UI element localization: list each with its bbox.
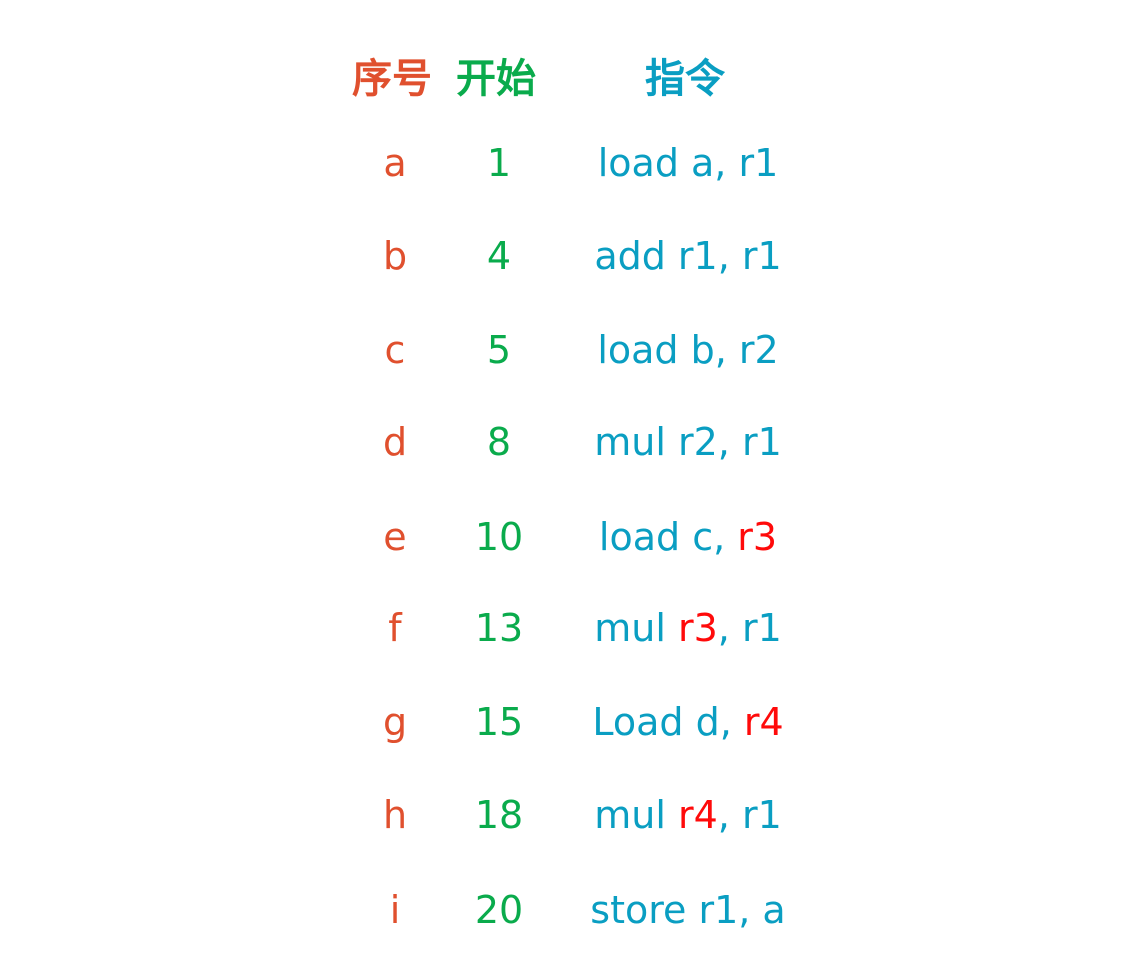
start-cell: 18 xyxy=(474,793,524,837)
instruction-text: load b, r2 xyxy=(597,328,779,372)
instruction-cell: load a, r1 xyxy=(598,141,779,185)
seq-cell: c xyxy=(384,328,406,372)
start-cell: 1 xyxy=(486,141,512,185)
start-cell: 20 xyxy=(474,888,524,932)
seq-cell: g xyxy=(382,700,408,744)
start-cell: 10 xyxy=(474,515,524,559)
header-seq: 序号 xyxy=(352,56,432,102)
instruction-text: load c, xyxy=(598,515,738,559)
instruction-cell: mul r2, r1 xyxy=(594,420,782,464)
instruction-text: mul r2, r1 xyxy=(594,420,782,464)
start-cell: 5 xyxy=(486,328,512,372)
highlighted-register: r3 xyxy=(677,606,718,650)
instruction-text: load a, r1 xyxy=(597,141,779,185)
seq-cell: h xyxy=(382,793,408,837)
instruction-cell: load b, r2 xyxy=(597,328,778,372)
instruction-text: Load d, xyxy=(592,700,744,744)
seq-cell: i xyxy=(389,888,401,932)
instruction-cell: mul r3, r1 xyxy=(594,606,782,650)
seq-cell: a xyxy=(383,141,407,185)
seq-cell: f xyxy=(388,606,402,650)
instruction-cell: Load d, r4 xyxy=(592,700,783,744)
instruction-cell: load c, r3 xyxy=(599,515,777,559)
instruction-cell: mul r4, r1 xyxy=(594,793,782,837)
instruction-text: mul xyxy=(594,793,678,837)
highlighted-register: r3 xyxy=(737,515,778,559)
instruction-cell: add r1, r1 xyxy=(594,234,781,278)
seq-cell: e xyxy=(383,515,407,559)
header-start: 开始 xyxy=(456,56,536,102)
highlighted-register: r4 xyxy=(743,700,784,744)
instruction-text: , r1 xyxy=(717,793,782,837)
instruction-text: mul xyxy=(594,606,678,650)
seq-cell: d xyxy=(382,420,408,464)
start-cell: 13 xyxy=(474,606,524,650)
seq-cell: b xyxy=(382,234,408,278)
start-cell: 15 xyxy=(474,700,524,744)
instruction-text: add r1, r1 xyxy=(594,234,782,278)
instruction-text: store r1, a xyxy=(590,888,786,932)
highlighted-register: r4 xyxy=(677,793,718,837)
start-cell: 8 xyxy=(486,420,512,464)
instruction-cell: store r1, a xyxy=(590,888,785,932)
start-cell: 4 xyxy=(486,234,512,278)
header-instruction: 指令 xyxy=(645,56,725,102)
instruction-text: , r1 xyxy=(717,606,782,650)
